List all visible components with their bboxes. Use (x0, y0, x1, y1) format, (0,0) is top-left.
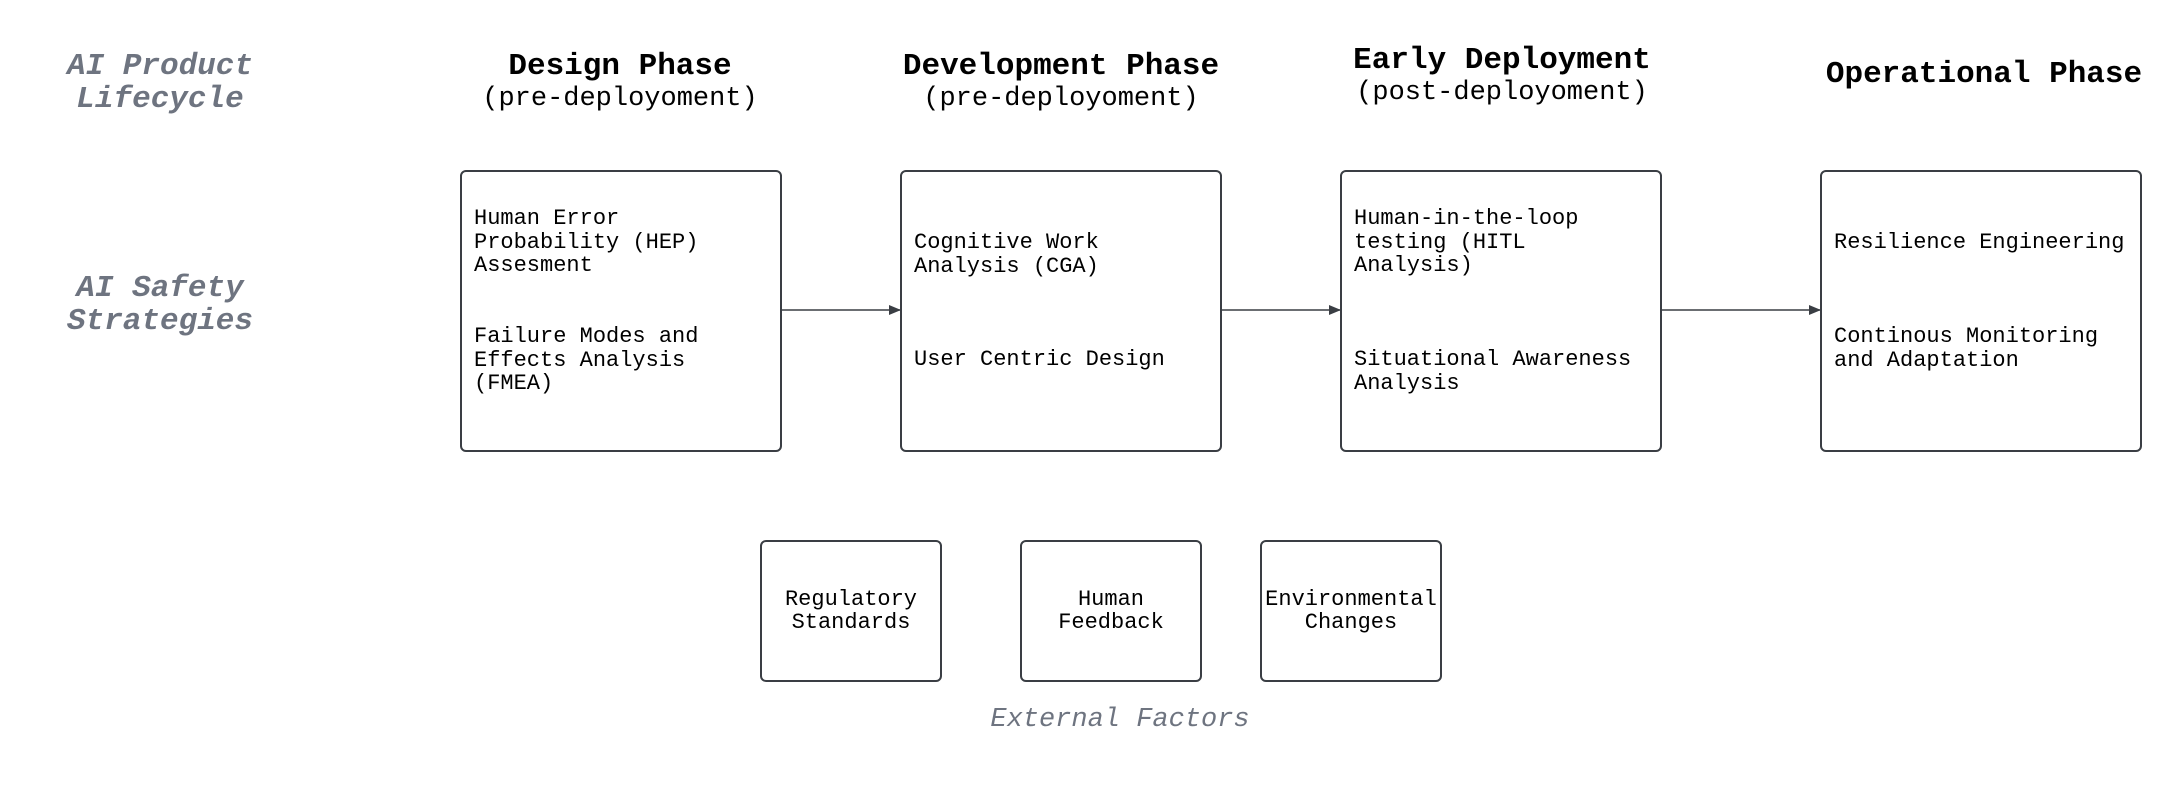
strategy-continuous-monitoring: Continous Monitoring and Adaptation (1834, 324, 2099, 373)
phase-header-development: Development Phase (pre-deployoment) (861, 49, 1261, 115)
factor-regulatory-standards: Regulatory Standards (760, 540, 942, 682)
phase-subtitle-development: (pre-deployoment) (923, 84, 1199, 114)
phase-header-early-deployment: Early Deployment (post-deployoment) (1302, 43, 1702, 109)
strategy-situational-awareness: Situational Awareness Analysis (1354, 347, 1632, 396)
strategy-hitl-testing: Human-in-the-loop testing (HITL Analysis… (1354, 206, 1579, 278)
phase-title-development: Development Phase (902, 49, 1220, 84)
phase-subtitle-early-deployment: (post-deployoment) (1356, 78, 1648, 108)
phase-title-design: Design Phase (508, 49, 732, 84)
phase-header-operational: Operational Phase (1784, 58, 2180, 92)
strategy-fmea: Failure Modes and Effects Analysis (FMEA… (474, 324, 699, 396)
phase-title-operational: Operational Phase (1825, 57, 2143, 92)
strategy-cognitive-work-analysis: Cognitive Work Analysis (CGA) (914, 230, 1099, 279)
phase-box-early-deployment: Human-in-the-loop testing (HITL Analysis… (1340, 170, 1662, 452)
phase-box-design: Human Error Probability (HEP) Assesment … (460, 170, 782, 452)
row-label-lifecycle: AI Product Lifecycle (0, 50, 320, 116)
factor-human-feedback: Human Feedback (1020, 540, 1202, 682)
row-label-lifecycle-line-1: AI Product (66, 49, 254, 84)
phase-box-operational: Resilience Engineering Continous Monitor… (1820, 170, 2142, 452)
factor-environmental-changes: Environmental Changes (1260, 540, 1442, 682)
phase-box-development: Cognitive Work Analysis (CGA) User Centr… (900, 170, 1222, 452)
external-factors-label: External Factors (990, 705, 1250, 735)
phase-title-early-deployment: Early Deployment (1353, 43, 1651, 78)
row-label-strategies: AI Safety Strategies (0, 272, 320, 338)
strategy-user-centric-design: User Centric Design (914, 347, 1165, 372)
strategy-resilience-engineering: Resilience Engineering (1834, 230, 2125, 255)
phase-subtitle-design: (pre-deployoment) (482, 84, 758, 114)
strategy-hep-assessment: Human Error Probability (HEP) Assesment (474, 206, 699, 278)
row-label-strategies-line-2: Strategies (66, 304, 254, 339)
row-label-lifecycle-line-2: Lifecycle (76, 82, 244, 117)
phase-header-design: Design Phase (pre-deployoment) (420, 49, 820, 115)
row-label-strategies-line-1: AI Safety (76, 271, 244, 306)
